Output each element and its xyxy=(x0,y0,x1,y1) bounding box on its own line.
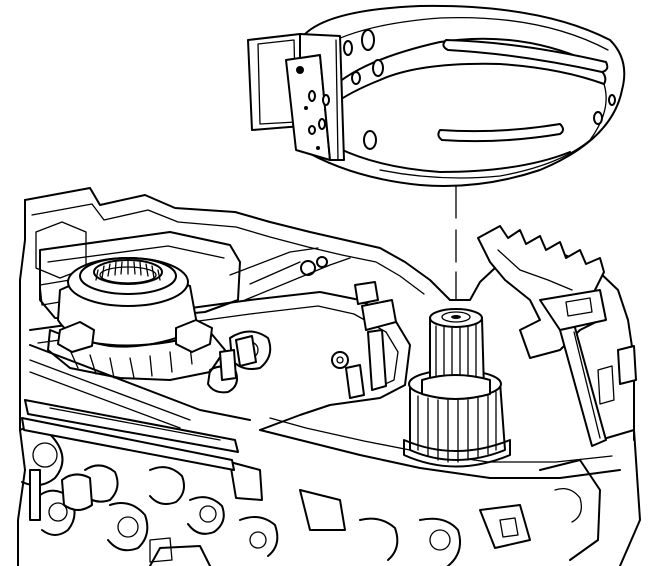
band-anchor-bracket xyxy=(247,33,345,161)
center-shaft-hub xyxy=(403,308,511,468)
valve-body-cover xyxy=(21,247,621,479)
ratchet-bracket xyxy=(477,225,637,447)
band-strap xyxy=(299,4,626,187)
gear-ring-assembly xyxy=(39,231,257,381)
